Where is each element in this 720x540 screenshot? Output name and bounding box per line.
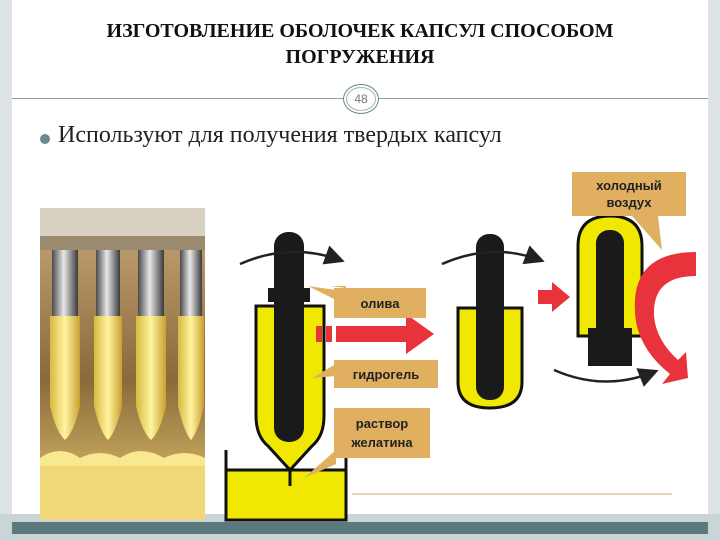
cold-air-arrow [634, 252, 696, 384]
stage-3-pin [553, 214, 659, 387]
photo-pin-4 [178, 250, 204, 440]
transfer-arrow [316, 314, 434, 354]
label-olive-text: олива [361, 296, 401, 311]
slide-title-line-1: ИЗГОТОВЛЕНИЕ ОБОЛОЧЕК КАПСУЛ СПОСОБОМ [106, 20, 614, 42]
capsule-dipping-photo [40, 208, 205, 520]
label-hydrogel-text: гидрогель [353, 367, 419, 382]
slide-header [12, 0, 708, 98]
slide-title: ИЗГОТОВЛЕНИЕ ОБОЛОЧЕК КАПСУЛ СПОСОБОМ ПО… [12, 18, 708, 70]
photo-pin-2 [94, 250, 122, 440]
slide-frame-left [0, 0, 12, 540]
slide-footer-bar [12, 522, 708, 534]
rotate-arrow-1 [239, 245, 345, 266]
stage-2-pin [441, 234, 545, 410]
photo-pin-1 [50, 250, 80, 440]
rotate-arrow-3 [553, 368, 659, 387]
label-cold-air-line-1: холодный [596, 178, 662, 193]
slide-frame-right [708, 0, 720, 540]
label-hydrogel: гидрогель [312, 360, 438, 388]
photo-illustration [40, 208, 205, 520]
rotate-arrow-2 [441, 245, 545, 266]
slide-title-line-2: ПОГРУЖЕНИЯ [285, 46, 435, 68]
label-cold-air: холодный воздух [572, 172, 686, 250]
flip-arrow [538, 282, 570, 312]
label-cold-air-line-2: воздух [606, 195, 652, 210]
label-gelatin-solution: раствор желатина [304, 408, 430, 478]
label-gelatin-line-2: желатина [350, 435, 413, 450]
gelatin-vessel [224, 450, 348, 522]
bullet-icon [40, 134, 50, 144]
bullet-text: Используют для получения твердых капсул [58, 122, 502, 148]
label-gelatin-line-1: раствор [356, 416, 409, 431]
dipping-process-diagram: олива гидрогель раствор желатина холодны… [224, 172, 696, 522]
photo-pin-3 [136, 250, 166, 440]
page-number-badge: 48 [343, 84, 379, 114]
stage-1-pin [239, 232, 345, 486]
label-olive: олива [308, 286, 426, 318]
